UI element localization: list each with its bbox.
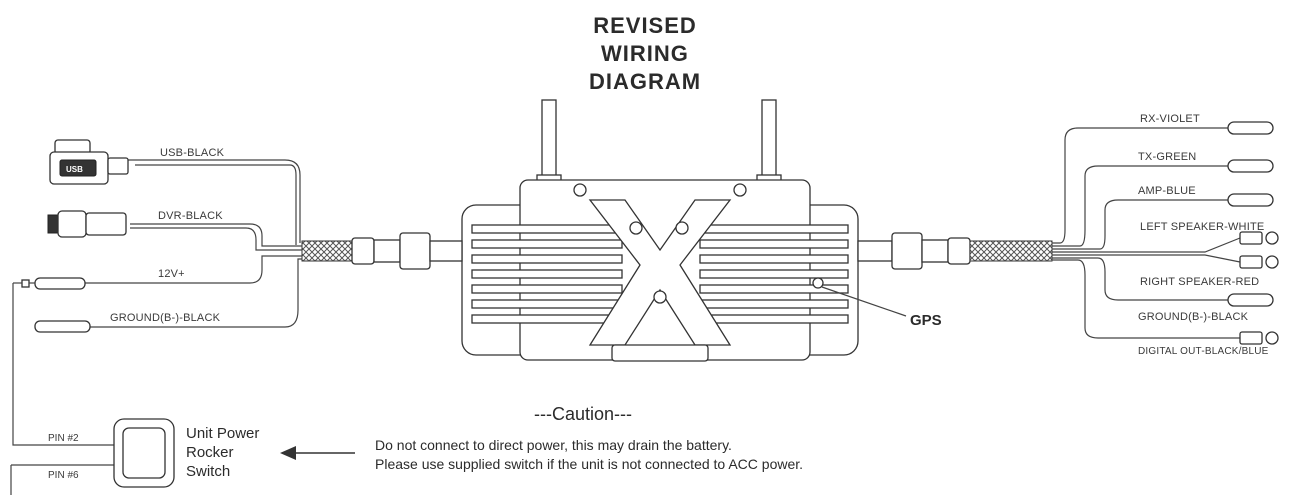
right-plugs bbox=[1227, 121, 1279, 345]
label-pin-2: PIN #2 bbox=[48, 433, 79, 444]
right-connector bbox=[891, 232, 923, 270]
right-harness bbox=[857, 232, 1053, 270]
title-line-3: DIAGRAM bbox=[589, 69, 701, 94]
rx-plug bbox=[1227, 121, 1274, 135]
label-ground-left: GROUND(B-)-BLACK bbox=[110, 312, 221, 324]
left-braided-sleeve bbox=[301, 240, 355, 262]
gps-port bbox=[812, 277, 824, 289]
bottom-latch bbox=[611, 344, 709, 362]
power-plug bbox=[34, 277, 86, 290]
label-usb-black: USB-BLACK bbox=[160, 147, 225, 159]
main-unit bbox=[461, 179, 859, 362]
amp-plug bbox=[1227, 193, 1274, 207]
tx-plug bbox=[1227, 159, 1274, 173]
switch-wiring bbox=[10, 279, 120, 495]
usb-plug-text: USB bbox=[66, 165, 83, 174]
title-line-2: WIRING bbox=[601, 41, 689, 66]
arrow-icon bbox=[280, 446, 355, 460]
dvr-connector bbox=[47, 210, 127, 238]
screw bbox=[573, 183, 587, 197]
caution-title: ---Caution--- bbox=[534, 404, 632, 424]
label-pin-6: PIN #6 bbox=[48, 470, 79, 481]
label-amp-blue: AMP-BLUE bbox=[1138, 185, 1196, 197]
title-line-1: REVISED bbox=[593, 13, 697, 38]
rca-left-plug bbox=[1239, 231, 1279, 245]
label-tx-green: TX-GREEN bbox=[1138, 151, 1196, 163]
label-right-speaker: RIGHT SPEAKER-RED bbox=[1140, 276, 1259, 288]
wire-terminal bbox=[21, 279, 30, 288]
label-digital-out: DIGITAL OUT-BLACK/BLUE bbox=[1138, 346, 1269, 357]
rocker-switch bbox=[113, 418, 175, 488]
switch-label-line-2: Rocker bbox=[186, 444, 234, 461]
label-rx-violet: RX-VIOLET bbox=[1140, 113, 1200, 125]
ground-plug bbox=[34, 320, 91, 333]
screw bbox=[733, 183, 747, 197]
screw bbox=[675, 221, 689, 235]
rca-right-plug bbox=[1239, 255, 1279, 269]
label-left-speaker: LEFT SPEAKER-WHITE bbox=[1140, 221, 1264, 233]
usb-plug: USB bbox=[49, 139, 129, 185]
left-harness bbox=[301, 232, 463, 270]
label-ground-right: GROUND(B-)-BLACK bbox=[1138, 311, 1249, 323]
diagram-title: REVISED WIRING DIAGRAM bbox=[589, 13, 701, 94]
heatsink-fins-right bbox=[699, 224, 849, 324]
left-wires bbox=[85, 159, 302, 328]
right-wires bbox=[1052, 127, 1241, 339]
ground-right-plug bbox=[1227, 293, 1274, 307]
right-braided-sleeve bbox=[969, 240, 1053, 262]
screw bbox=[629, 221, 643, 235]
screw bbox=[653, 290, 667, 304]
switch-label-line-3: Switch bbox=[186, 463, 230, 480]
label-dvr-black: DVR-BLACK bbox=[158, 210, 223, 222]
caution-line-1: Do not connect to direct power, this may… bbox=[375, 437, 732, 453]
caution-line-2: Please use supplied switch if the unit i… bbox=[375, 456, 803, 472]
left-connector bbox=[399, 232, 431, 270]
x-bracket bbox=[588, 199, 732, 346]
switch-label-line-1: Unit Power bbox=[186, 425, 259, 442]
rca-digital-plug bbox=[1239, 331, 1279, 345]
gps-leader bbox=[821, 286, 907, 317]
gps-label: GPS bbox=[910, 312, 942, 329]
heatsink-fins-left bbox=[471, 224, 623, 324]
label-12v: 12V+ bbox=[158, 268, 185, 280]
